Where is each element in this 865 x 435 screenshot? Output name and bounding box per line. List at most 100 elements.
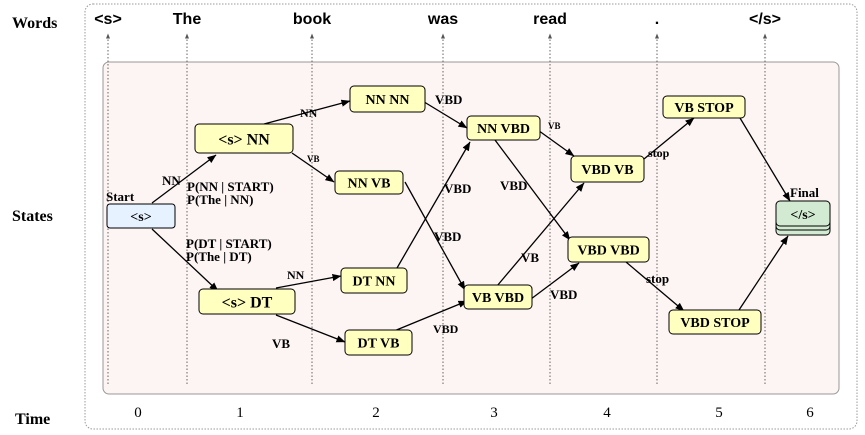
transition-label: VB (307, 154, 320, 164)
word-label: was (427, 11, 458, 28)
row-label-states: States (12, 208, 53, 225)
state-label: VB VBD (472, 291, 524, 306)
state-label: DT VB (358, 337, 400, 352)
transition-label: VB (521, 250, 539, 265)
state-label: VBD STOP (680, 316, 750, 331)
transition-label: NN (300, 106, 318, 120)
final-caption: Final (790, 185, 819, 200)
transition-label: stop (646, 271, 669, 286)
state-box (198, 288, 296, 315)
start-node-label: <s> (130, 210, 151, 225)
state-node-vb_vbd: VB VBD (463, 284, 533, 310)
transition-label: stop (648, 146, 670, 160)
transition-label: VBD (434, 229, 461, 244)
transition-arrow-dt_vb-to-vb_vbd (393, 300, 468, 332)
word-label: read (533, 11, 567, 28)
transition-arrow-vb_stop-to-final (739, 117, 791, 202)
time-step: 1 (236, 405, 244, 421)
transition-arrow-start-to-s_dt (151, 228, 219, 292)
transition-arrow-nn_vb-to-vb_vbd (404, 181, 466, 291)
word-label: . (655, 11, 659, 28)
state-box (567, 236, 650, 263)
transition-arrow-nn_vbd-to-vbd_vbd (494, 139, 571, 241)
state-box (194, 123, 294, 154)
state-node-s_nn: <s> NN (194, 123, 294, 154)
start-caption: Start (106, 189, 135, 204)
state-label: NN VB (348, 177, 391, 192)
time-step: 5 (715, 405, 723, 421)
transition-label: VBD (500, 178, 527, 193)
row-label-time: Time (15, 411, 50, 428)
prob-label-2b: P(The | DT) (186, 249, 252, 264)
transition-label: VBD (433, 322, 459, 336)
state-label: NN NN (366, 93, 410, 108)
transition-arrow-vb_vbd-to-vbd_vb (496, 182, 585, 287)
transition-arrow-vbd_stop-to-final (738, 235, 789, 311)
state-nodes: <s> NN <s> DT NN NN NN VB DT NN DT VB NN VBD VB… (194, 85, 762, 356)
transition-label: VBD (550, 287, 577, 302)
state-node-vbd_stop: VBD STOP (668, 309, 762, 335)
transition-label: VBD (444, 181, 471, 196)
transition-edges (151, 96, 791, 343)
state-label: NN VBD (477, 122, 530, 137)
transition-arrow-vb_vbd-to-vbd_vbd (530, 262, 580, 300)
state-label: <s> NN (218, 132, 270, 149)
transition-arrow-s_nn-to-nn_vb (291, 152, 335, 183)
transition-label: NN (287, 268, 305, 282)
row-label-words: Words (12, 15, 57, 32)
time-step: 4 (603, 405, 611, 421)
state-box (349, 85, 426, 113)
time-step: 3 (490, 405, 498, 421)
transition-label: VB (272, 336, 290, 351)
word-label: book (293, 11, 331, 28)
transition-arrow-dt_nn-to-nn_vbd (396, 141, 471, 269)
state-node-nn_vb: NN VB (334, 170, 404, 195)
word-label: <s> (94, 11, 122, 28)
prob-label-2a: P(DT | START) (186, 236, 272, 251)
state-label: VB STOP (674, 101, 734, 116)
state-node-vbd_vb: VBD VB (570, 155, 645, 183)
time-row: 0 1 2 3 4 5 6 (134, 405, 814, 421)
transition-label: NN (162, 173, 181, 188)
transition-label: VBD (435, 92, 462, 107)
state-node-nn_nn: NN NN (349, 85, 426, 113)
state-label: VBD VB (581, 163, 633, 178)
time-step: 0 (134, 405, 142, 421)
state-box (340, 267, 408, 294)
transition-labels: NN NN VB NN VB VBD VBD VBD VBD VB VBD VB VBD stop stop (162, 92, 670, 351)
time-step: 6 (806, 405, 814, 421)
transition-label: VB (548, 121, 561, 131)
final-node-box (775, 200, 831, 227)
state-node-vb_stop: VB STOP (662, 95, 746, 119)
outer-frame (84, 3, 858, 430)
state-box (662, 95, 746, 119)
state-label: VBD VBD (577, 244, 639, 259)
transition-arrow-s_dt-to-dt_vb (275, 314, 346, 343)
state-box (463, 284, 533, 310)
state-label: <s> DT (222, 295, 273, 312)
transition-arrow-vbd_vbd-to-vbd_stop (625, 261, 685, 312)
state-box (668, 309, 762, 335)
state-node-vbd_vbd: VBD VBD (567, 236, 650, 263)
prob-label-1b: P(The | NN) (187, 192, 253, 207)
state-box (344, 329, 413, 356)
transition-arrow-s_dt-to-dt_nn (275, 274, 342, 289)
state-node-dt_nn: DT NN (340, 267, 408, 294)
prob-label-1a: P(NN | START) (187, 179, 274, 194)
transition-arrow-start-to-s_nn (151, 154, 217, 204)
transition-arrow-nn_vbd-to-vbd_vb (534, 127, 575, 157)
final-node-label: </s> (790, 208, 815, 223)
transition-arrow-vbd_vb-to-vb_stop (643, 117, 695, 160)
state-box (570, 155, 645, 183)
time-step: 2 (372, 405, 380, 421)
state-box (334, 170, 404, 195)
transition-arrow-s_nn-to-nn_nn (263, 99, 351, 125)
state-label: DT NN (353, 275, 396, 290)
start-node-box (106, 203, 176, 229)
word-label: </s> (749, 11, 781, 28)
state-node-s_dt: <s> DT (198, 288, 296, 315)
state-node-dt_vb: DT VB (344, 329, 413, 356)
state-node-nn_vbd: NN VBD (466, 115, 541, 141)
